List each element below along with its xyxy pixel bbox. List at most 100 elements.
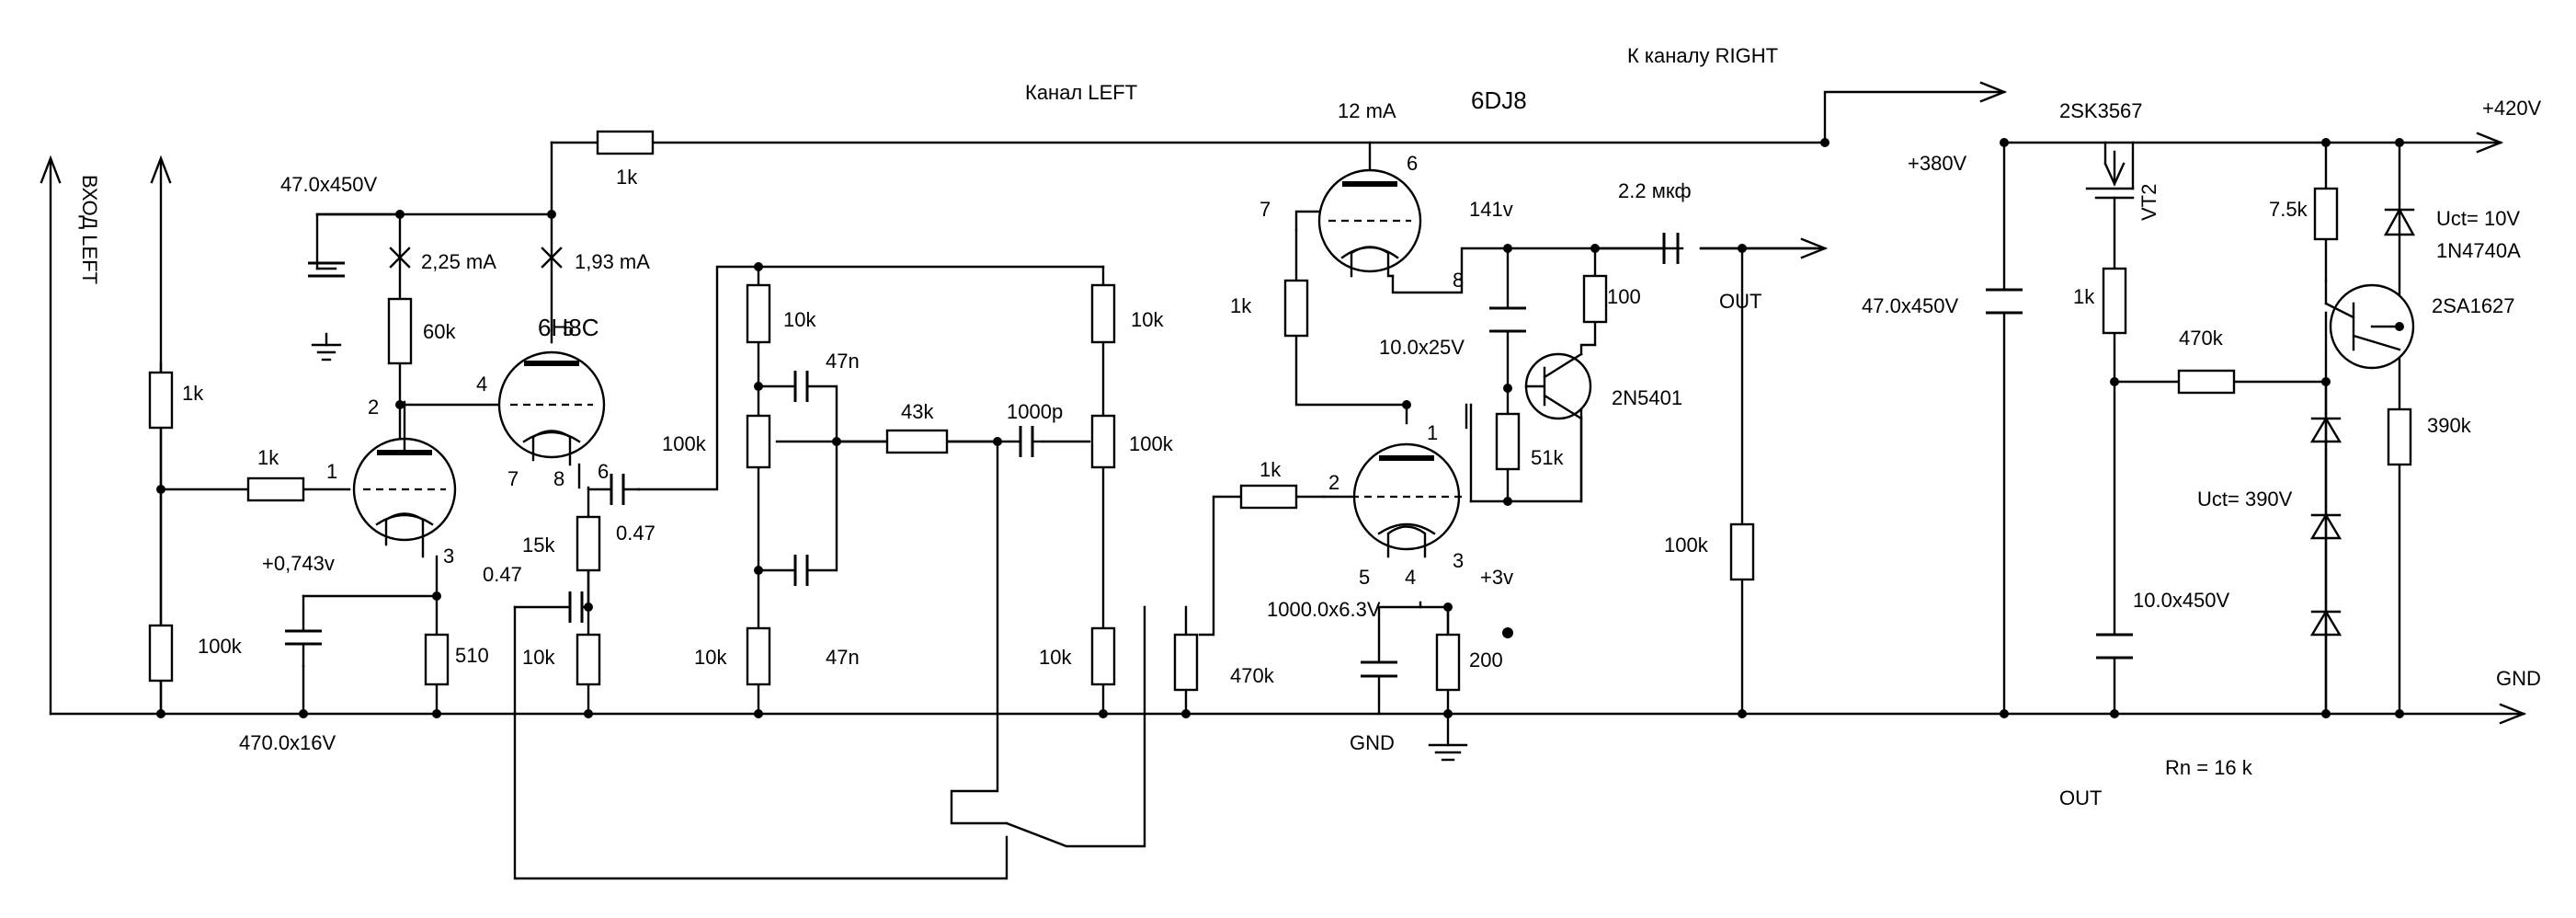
zener-1 xyxy=(2309,416,2342,443)
lbl-r-supply1: 1k xyxy=(616,166,638,189)
gnd-center-label: GND xyxy=(1350,731,1395,754)
out-bottom-label: OUT xyxy=(2059,786,2102,809)
resistor-100 xyxy=(1582,274,1608,324)
right-channel-arrow xyxy=(1979,81,2008,103)
lbl-r100: 100 xyxy=(1607,285,1641,308)
resistor-out-100k xyxy=(1729,522,1755,581)
pin2-8: 8 xyxy=(1453,269,1464,292)
resistor-tc-10k-4 xyxy=(1090,626,1116,686)
lbl-zd-chain: Uct= 390V xyxy=(2197,488,2293,511)
pin-4: 4 xyxy=(476,373,487,396)
cap-cathode2 xyxy=(1361,660,1397,678)
pin2-4: 4 xyxy=(1405,566,1416,589)
lbl-mosfet: 2SK3567 xyxy=(2059,99,2143,122)
mosfet-2sk3567 xyxy=(2085,141,2135,200)
pin2-6: 6 xyxy=(1407,152,1418,175)
lbl-tc-c2: 47n xyxy=(826,646,860,669)
lbl-c-fb: 0.47 xyxy=(483,563,522,586)
lbl-tc-pot1: 100k xyxy=(662,432,707,455)
junctions xyxy=(156,138,2404,718)
lbl-r75: 7.5k xyxy=(2269,198,2308,221)
out-label: OUT xyxy=(1719,290,1761,313)
pin-2: 2 xyxy=(368,396,379,419)
resistor-43k xyxy=(885,429,949,454)
lbl-q-reg: 2SA1627 xyxy=(2432,294,2515,317)
lbl-tc-pot2: 100k xyxy=(1129,432,1174,455)
tube2-current: 12 mA xyxy=(1338,99,1396,122)
pin-8: 8 xyxy=(553,467,564,490)
input-label: ВХОД LEFT xyxy=(78,175,101,284)
lbl-c-out2: 2.2 мкф xyxy=(1618,179,1692,202)
lbl-q-pnp: 2N5401 xyxy=(1612,386,1682,409)
cap-cathode1 xyxy=(285,629,322,646)
resistor-grid2-1k xyxy=(1239,484,1298,510)
tube-v2a xyxy=(1294,168,1422,278)
lbl-tc-mid: 43k xyxy=(901,400,934,423)
cap-out xyxy=(1662,233,1680,264)
pin-3: 3 xyxy=(443,545,454,568)
input-arrow-right xyxy=(150,155,172,184)
lbl-tc-r3: 10k xyxy=(1131,308,1164,331)
lbl-tc-c3: 1000p xyxy=(1007,400,1063,423)
cap-feedback xyxy=(568,591,584,623)
tube-v1b xyxy=(497,350,606,466)
lbl-r-grid2: 1k xyxy=(1260,458,1282,481)
lbl-tc-r4: 10k xyxy=(1039,646,1072,669)
zener-3 xyxy=(2309,609,2342,637)
lbl-c-psu2: 10.0x450V xyxy=(2133,589,2230,612)
tube2-type: 6DJ8 xyxy=(1471,86,1527,114)
lbl-r470: 470k xyxy=(2179,327,2224,350)
lbl-zd-ref-type: 1N4740A xyxy=(2436,239,2521,262)
lbl-tc-c1: 47n xyxy=(826,350,860,373)
resistor-390k xyxy=(2387,407,2412,466)
pin2-2: 2 xyxy=(1328,471,1339,494)
resistor-cathode-510 xyxy=(424,633,450,686)
lbl-r-gate: 1k xyxy=(2073,285,2095,308)
markers xyxy=(389,247,563,269)
lbl-c-filter1: 47.0x450V xyxy=(280,173,378,196)
pot-volume-470k xyxy=(1173,633,1199,692)
zener-diodes xyxy=(2309,207,2416,637)
resistor-cathode-200 xyxy=(1435,633,1461,692)
pin-1: 1 xyxy=(326,460,337,483)
to-right-label: К каналу RIGHT xyxy=(1627,44,1778,67)
lbl-r-fb1: 15k xyxy=(522,534,555,557)
tube1-type: 6H8C xyxy=(538,314,598,341)
resistors xyxy=(148,130,2412,692)
lbl-c-cath2: 1000.0x6.3V xyxy=(1267,598,1381,621)
lbl-vt2: VT2 xyxy=(2137,184,2160,221)
lbl-zd-ref: Uct= 10V xyxy=(2436,207,2520,230)
resistor-tc-10k-2 xyxy=(746,626,771,686)
pot-tc-100k-1 xyxy=(746,414,771,469)
pin-6: 6 xyxy=(598,460,609,483)
tube-v1a xyxy=(352,400,457,558)
lbl-r390: 390k xyxy=(2427,414,2472,437)
load-label: Rn = 16 k xyxy=(2165,756,2253,779)
cap-coupling1 xyxy=(610,474,625,505)
lbl-i1: 2,25 mA xyxy=(421,250,496,273)
labels: ВХОД LEFT Канал LEFT К каналу RIGHT +380… xyxy=(78,44,2542,809)
tube-v2b xyxy=(1322,442,1462,558)
lbl-r-in-gnd: 100k xyxy=(198,635,243,658)
lbl-tc-r2: 10k xyxy=(694,646,727,669)
pin2-3: 3 xyxy=(1453,549,1464,572)
gnd-right-label: GND xyxy=(2496,667,2541,690)
pin-7: 7 xyxy=(507,467,519,490)
resistor-gate-1k xyxy=(2102,267,2127,335)
lbl-r51k: 51k xyxy=(1531,446,1564,469)
resistor-51k xyxy=(1495,412,1521,471)
lbl-r-cathode1: 510 xyxy=(455,644,489,667)
lbl-r-out-load: 100k xyxy=(1664,534,1709,557)
lbl-c-psu1: 47.0x450V xyxy=(1862,294,1959,317)
pot-tc-100k-2 xyxy=(1090,414,1116,469)
resistor-in-shunt xyxy=(148,371,174,430)
lbl-r-in-grid: 1k xyxy=(257,446,279,469)
b420-label: +420V xyxy=(2482,97,2542,120)
channel-label: Канал LEFT xyxy=(1025,81,1137,104)
lbl-i2: 1,93 mA xyxy=(575,250,650,273)
resistor-in-grid xyxy=(246,476,305,502)
resistor-15k xyxy=(576,515,601,572)
lbl-r-in-shunt: 1k xyxy=(182,382,204,405)
cap-bypass xyxy=(1489,306,1526,333)
lbl-cathode1-v: +0,743v xyxy=(262,552,335,575)
